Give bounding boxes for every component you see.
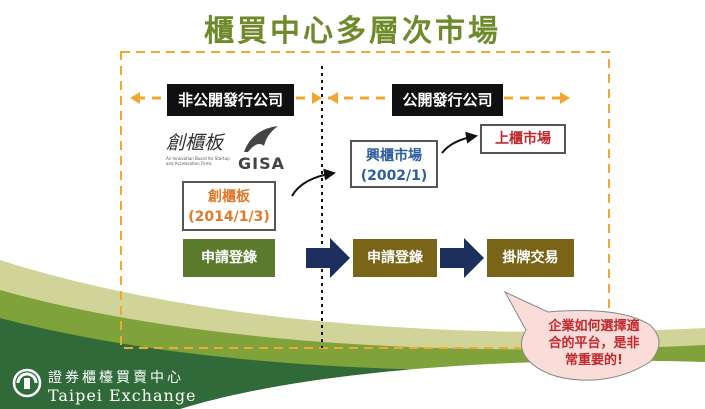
bubble-text: 企業如何選擇適 合的平台，是非 常重要的! [538, 318, 650, 369]
speech-bubble [503, 290, 660, 381]
bubble-line-1: 企業如何選擇適 [548, 319, 640, 334]
box-gisa: 創櫃板 (2014/1/3) [182, 181, 276, 231]
header-private-company: 非公開發行公司 [167, 84, 294, 116]
dashed-frame [120, 51, 610, 349]
bubble-line-3: 常重要的! [565, 353, 623, 368]
arrow-esm-to-otc [441, 131, 478, 154]
step-apply-registration-esm: 申請登錄 [353, 239, 437, 277]
box-gisa-date: (2014/1/3) [188, 209, 270, 225]
block-arrow-1 [306, 238, 350, 278]
org-name-english: Taipei Exchange [48, 386, 197, 405]
page-title: 櫃買中心多層次市場 [204, 14, 501, 49]
gisa-small-text: An Innovation Board for Startup and Acce… [166, 156, 230, 166]
step-apply-registration-gisa: 申請登錄 [183, 239, 275, 277]
arrow-gisa-to-esm [291, 168, 336, 197]
bubble-line-2: 合的平台，是非 [548, 336, 640, 351]
box-emerging-stock-market: 興櫃市場 (2002/1) [350, 140, 438, 188]
box-esm-name: 興櫃市場 [366, 148, 422, 164]
org-name-chinese: 證券櫃檯買賣中心 [48, 370, 184, 386]
header-public-company: 公開發行公司 [392, 84, 503, 116]
box-esm-date: (2002/1) [360, 168, 428, 184]
box-otc-name: 上櫃市場 [495, 131, 551, 147]
box-otc-market: 上櫃市場 [480, 124, 566, 154]
taipei-exchange-logo-icon [12, 368, 42, 398]
box-gisa-name: 創櫃板 [208, 189, 250, 205]
header-arrowheads [130, 92, 570, 104]
gisa-logo: 創櫃板 GISA An Innovation Board for Startup… [166, 124, 284, 174]
block-arrow-2 [440, 238, 484, 278]
gisa-brand-chars: 創櫃板 [166, 132, 224, 154]
horse-icon [244, 126, 278, 152]
step-listing-trading: 掛牌交易 [487, 239, 574, 277]
gisa-wordmark: GISA [238, 154, 285, 173]
